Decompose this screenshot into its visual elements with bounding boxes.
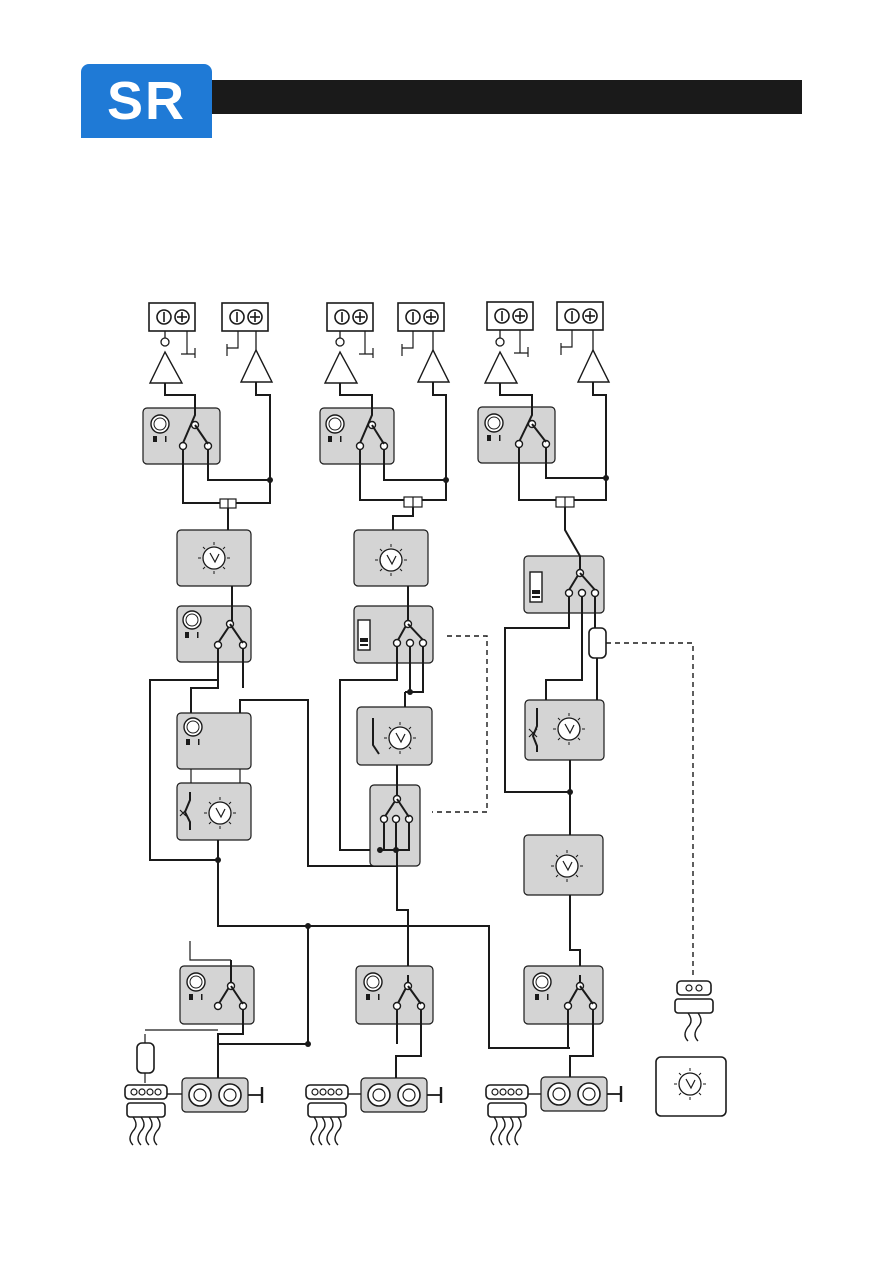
channel-c <box>478 302 693 1145</box>
amplifier-icon <box>325 352 357 383</box>
remote-plug-icon <box>677 981 711 995</box>
amplifier-icon <box>150 352 182 383</box>
amplifier-icon <box>418 350 449 382</box>
amplifier-icon <box>578 350 609 382</box>
terminal-block-icon <box>327 303 373 331</box>
remote-unit <box>656 981 726 1116</box>
terminal-block-icon <box>149 303 195 331</box>
connector-module <box>486 1085 528 1145</box>
terminal-block-icon <box>222 303 268 331</box>
amplifier-icon <box>241 350 272 382</box>
channel-b <box>306 303 487 1145</box>
terminal-block-icon <box>487 302 533 330</box>
connector-module <box>306 1085 348 1145</box>
terminal-block-icon <box>557 302 603 330</box>
terminal-block-icon <box>398 303 444 331</box>
amplifier-icon <box>485 352 517 383</box>
connector-module <box>125 1085 167 1145</box>
